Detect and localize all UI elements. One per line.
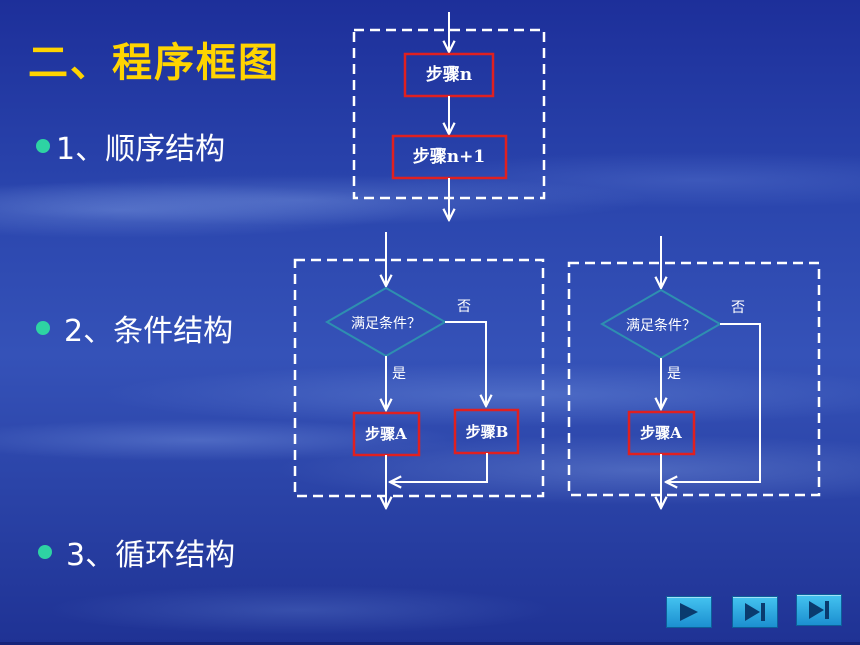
- loop-decision-label: 满足条件？: [626, 317, 696, 334]
- condition-frame: [293, 258, 545, 498]
- play-button[interactable]: [666, 596, 712, 628]
- loop-yes-label: 是: [667, 366, 681, 382]
- condition-no-arrow: [445, 321, 486, 406]
- condition-no-label: 否: [457, 299, 471, 315]
- condition-yes-label: 是: [392, 366, 406, 382]
- play-icon: [680, 603, 698, 621]
- loop-structure: 满足条件？ 否 是 步骤A: [567, 236, 821, 508]
- loop-step-a-label: 步骤A: [640, 424, 682, 442]
- loop-no-label: 否: [731, 300, 745, 316]
- loop-frame: [567, 261, 821, 497]
- condition-structure: 满足条件？ 否 是 步骤A 步骤B: [293, 232, 545, 508]
- last-icon: [809, 601, 829, 619]
- bottom-strip: [0, 642, 860, 645]
- loop-no-arrow: [666, 323, 761, 482]
- bullet-item-loop: 3、循环结构: [38, 530, 235, 574]
- bullet-item-sequence: 1、顺序结构: [36, 124, 225, 168]
- step-n-label: 步骤n: [426, 64, 472, 85]
- bullet-text: 3、循环结构: [66, 538, 236, 573]
- next-icon: [745, 603, 765, 621]
- condition-step-b-label: 步骤B: [466, 423, 509, 441]
- bullet-dot-icon: [36, 321, 50, 335]
- bullet-text: 2、条件结构: [64, 314, 234, 349]
- bullet-dot-icon: [38, 545, 52, 559]
- condition-decision-label: 满足条件？: [351, 315, 421, 332]
- bullet-dot-icon: [36, 139, 50, 153]
- slide-title: 二、程序框图: [28, 39, 280, 86]
- bullet-item-condition: 2、条件结构: [36, 306, 233, 350]
- condition-step-a-label: 步骤A: [365, 425, 407, 443]
- condition-merge-arrow: [390, 453, 488, 482]
- step-n1-label: 步骤n+1: [413, 146, 485, 167]
- last-button[interactable]: [796, 594, 842, 626]
- bullet-text: 1、顺序结构: [56, 132, 226, 167]
- next-button[interactable]: [732, 596, 778, 628]
- sequence-structure: 步骤n 步骤n+1: [352, 12, 546, 220]
